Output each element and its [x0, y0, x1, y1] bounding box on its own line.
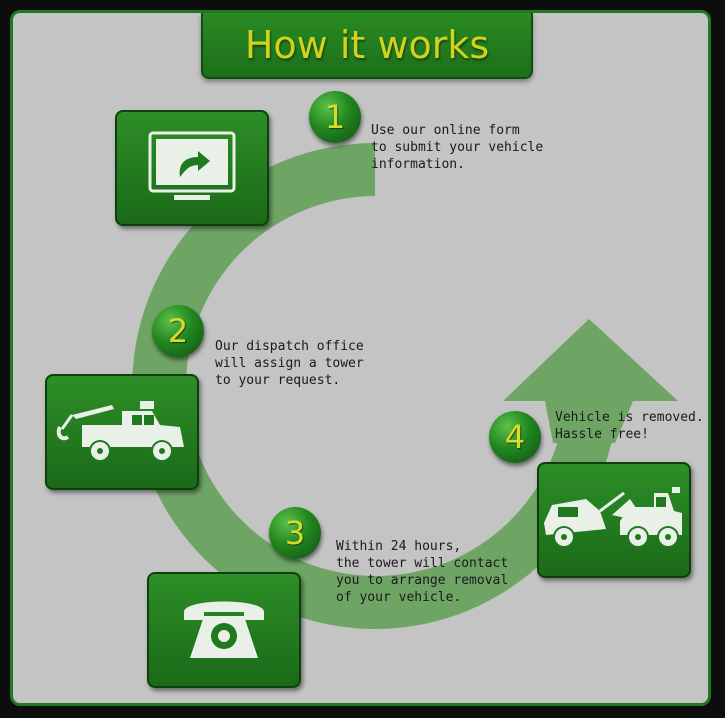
step-2-text: Our dispatch office will assign a tower …	[215, 339, 364, 388]
step-1-tile	[115, 110, 269, 226]
cycle-arrow	[132, 143, 678, 629]
title-banner: How it works	[201, 13, 533, 79]
step-1-text: Use our online form to submit your vehic…	[371, 123, 544, 172]
tow-truck-towing-car-icon	[544, 487, 682, 548]
monitor-arrow-icon	[148, 131, 236, 200]
step-1-number: 1	[324, 98, 346, 136]
step-1-badge: 1	[309, 91, 361, 143]
step-2-badge: 2	[152, 305, 204, 357]
step-4-badge: 4	[489, 411, 541, 463]
step-4-text: Vehicle is removed. Hassle free!	[555, 410, 704, 442]
step-2-tile	[45, 374, 199, 490]
step-2-number: 2	[167, 312, 189, 350]
step-3-number: 3	[284, 514, 306, 552]
step-3-text: Within 24 hours, the tower will contact …	[336, 539, 509, 605]
step-3-tile	[147, 572, 301, 688]
telephone-icon	[184, 601, 264, 658]
step-4-tile	[537, 462, 691, 578]
step-4-number: 4	[504, 418, 526, 456]
how-it-works-panel: How it works	[10, 10, 711, 706]
tow-truck-icon	[56, 401, 184, 462]
step-3-badge: 3	[269, 507, 321, 559]
page-title: How it works	[244, 23, 490, 67]
